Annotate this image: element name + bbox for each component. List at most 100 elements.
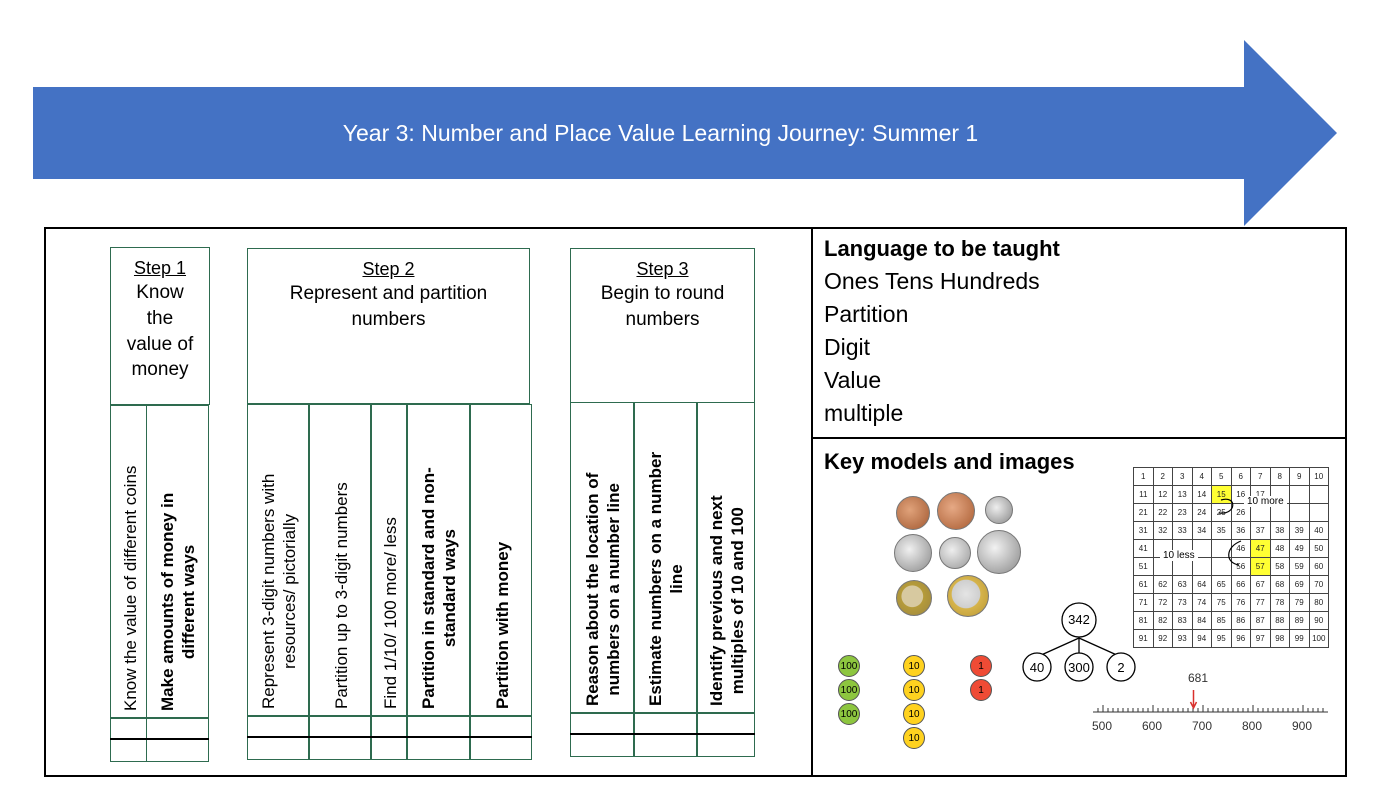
step-header: Step 3 Begin to round numbers	[570, 248, 755, 404]
objective-text-line: Partition up to 3-digit numbers	[331, 482, 351, 709]
objective-text-line: Make amounts of money in	[158, 492, 177, 711]
place-value-counter: 100	[838, 679, 860, 701]
language-item: Digit	[824, 334, 871, 360]
step-heading-line: Represent and partition	[289, 283, 488, 305]
objective-text-line: Partition in standard and non-	[419, 467, 438, 709]
title-arrow	[33, 40, 1337, 226]
number-line-label: 700	[1192, 719, 1213, 733]
objective-tick-box	[697, 713, 755, 757]
objective-tick-box	[634, 713, 697, 757]
main-frame	[44, 227, 1347, 777]
partition-part: 2	[1117, 660, 1125, 675]
partition-whole: 342	[1068, 612, 1090, 627]
objective-text-line: Identify previous and next	[706, 495, 726, 706]
objective-text-line: numbers on a number line	[603, 483, 623, 696]
language-title: Language to be taught	[824, 236, 1060, 261]
objective-text-line: Find 1/10/ 100 more/ less	[380, 517, 400, 709]
step-heading-line: the	[146, 307, 174, 329]
place-value-counter: 10	[903, 679, 925, 701]
step-heading-line: value of	[126, 333, 194, 355]
tick-box-divider	[247, 736, 532, 738]
annotation-10-more: 10 more	[1244, 496, 1287, 507]
objective-text-line: Represent 3-digit numbers with	[258, 473, 278, 709]
objective-column: Partition in standard and non-standard w…	[407, 404, 470, 716]
objective-column: Partition with money	[470, 404, 532, 716]
objective-tick-box	[309, 716, 371, 760]
step-heading-line: Know	[136, 282, 184, 304]
hundred-square-cell: 97	[1250, 629, 1271, 648]
language-item: multiple	[824, 400, 904, 426]
objective-text: Partition up to 3-digit numbers	[331, 482, 352, 709]
language-item: Ones Tens Hundreds	[824, 268, 1040, 294]
objective-text-line: different ways	[179, 544, 199, 660]
objective-tick-box	[407, 716, 470, 760]
objective-text: Partition in standard and non-standard w…	[418, 467, 461, 709]
language-item: Partition	[824, 301, 909, 327]
models-title: Key models and images	[824, 449, 1075, 474]
objective-column: Partition up to 3-digit numbers	[309, 404, 371, 716]
objective-text-line: multiples of 10 and 100	[727, 507, 747, 695]
objective-text-line: standard ways	[440, 529, 460, 648]
tick-box-divider	[570, 733, 755, 735]
place-value-counter: 100	[838, 703, 860, 725]
hundred-square-cell: 50	[1308, 539, 1329, 558]
number-line-marker	[1189, 690, 1198, 710]
number-line	[1093, 690, 1328, 713]
panel-divider-horizontal	[812, 437, 1347, 439]
number-line-label: 500	[1092, 719, 1113, 733]
objective-text-line: line	[667, 564, 687, 594]
step-label: Step 2	[362, 259, 415, 279]
language-item: Value	[824, 367, 882, 393]
objective-tick-box	[371, 716, 407, 760]
objective-tick-box	[470, 716, 532, 760]
hundred-square-cell: 47	[1250, 539, 1271, 558]
partition-part: 40	[1029, 660, 1045, 675]
objective-text-line: Estimate numbers on a number	[646, 451, 665, 706]
place-value-counter: 1	[970, 655, 992, 677]
jump-arrows	[1218, 498, 1242, 566]
number-line-label: 800	[1242, 719, 1263, 733]
objective-text-line: Know the value of different coins	[120, 465, 140, 711]
number-line-label: 900	[1292, 719, 1313, 733]
hundred-square-cell: 100	[1308, 629, 1329, 648]
objective-text: Find 1/10/ 100 more/ less	[380, 517, 401, 709]
number-line-marker-label: 681	[1188, 671, 1209, 685]
step-heading-line: numbers	[625, 308, 700, 330]
place-value-counter: 100	[838, 655, 860, 677]
number-line-label: 600	[1142, 719, 1163, 733]
objective-text-line: Reason about the location of	[582, 472, 602, 706]
step-label: Step 1	[133, 258, 187, 278]
place-value-counter: 10	[903, 703, 925, 725]
place-value-counter: 10	[903, 655, 925, 677]
objective-text: Know the value of different coins	[120, 466, 141, 711]
page-title: Year 3: Number and Place Value Learning …	[342, 119, 979, 146]
place-value-counter: 10	[903, 727, 925, 749]
objective-tick-box	[146, 718, 209, 762]
objective-text-line: resources/ pictorially	[279, 513, 299, 669]
step-heading-line: Begin to round	[600, 283, 725, 305]
place-value-counter: 1	[970, 679, 992, 701]
objective-tick-box	[570, 713, 634, 757]
step-label: Step 3	[636, 259, 689, 279]
annotation-10-less: 10 less	[1160, 550, 1198, 561]
objective-text-line: Partition with money	[492, 541, 512, 709]
partition-diagram	[1022, 602, 1136, 682]
